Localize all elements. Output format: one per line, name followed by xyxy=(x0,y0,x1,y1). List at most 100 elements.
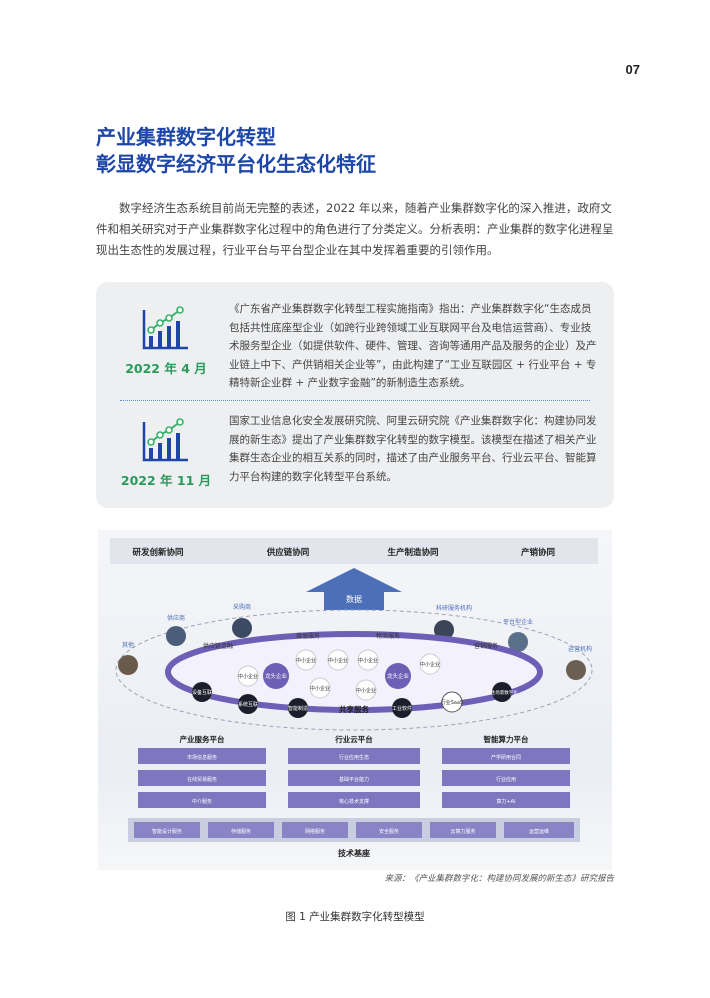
top-bar xyxy=(110,538,598,564)
svg-text:中小企业: 中小企业 xyxy=(358,657,378,664)
page-number: 07 xyxy=(625,62,640,77)
outer-node: 平台型企业 xyxy=(503,618,533,652)
svg-text:行业应用生态: 行业应用生态 xyxy=(339,754,369,761)
platform-column: 产业服务平台 市场信息服务 在线贸易服务 中介服务 xyxy=(138,734,266,808)
base-cell: 存储服务 xyxy=(208,822,274,838)
svg-text:系统互联: 系统互联 xyxy=(238,701,258,708)
ecosystem-diagram: 研发创新协同 供应链协同 生产制造协同 产销协同 数据 其他 供应商 采购商 科… xyxy=(98,530,612,870)
svg-text:在线贸易服务: 在线贸易服务 xyxy=(187,776,217,783)
svg-text:其他: 其他 xyxy=(122,641,134,649)
svg-text:运营机构: 运营机构 xyxy=(568,645,592,653)
svg-text:市场信息服务: 市场信息服务 xyxy=(187,754,217,761)
center-node-sme: 中小企业 xyxy=(237,665,259,687)
outer-ring xyxy=(115,609,593,731)
svg-text:平台型企业: 平台型企业 xyxy=(503,618,533,626)
svg-text:共享服务: 共享服务 xyxy=(339,704,369,714)
ring-label: 增值服务 xyxy=(296,632,320,640)
base-cell: 智能设计服务 xyxy=(134,822,200,838)
svg-text:存储服务: 存储服务 xyxy=(231,828,251,835)
base-cell: 运营运维 xyxy=(504,822,574,838)
data-arrow xyxy=(306,568,402,610)
svg-text:行业应用: 行业应用 xyxy=(496,776,516,783)
center-node-leader: 龙头企业 xyxy=(263,663,289,689)
svg-text:中小企业: 中小企业 xyxy=(356,687,376,694)
svg-text:行业云平台: 行业云平台 xyxy=(334,734,373,744)
svg-text:设备互联: 设备互联 xyxy=(192,689,212,696)
center-node-sme: 中小企业 xyxy=(327,649,349,671)
svg-text:云算力服务: 云算力服务 xyxy=(450,828,475,835)
diagram-svg: 研发创新协同 供应链协同 生产制造协同 产销协同 数据 其他 供应商 采购商 科… xyxy=(110,538,598,858)
svg-text:采购商: 采购商 xyxy=(233,603,251,611)
base-cell: 云算力服务 xyxy=(430,822,496,838)
center-node-sme: 中小企业 xyxy=(419,653,441,675)
base-cell: 安全服务 xyxy=(356,822,422,838)
growth-chart-icon xyxy=(142,418,188,462)
intro-paragraph: 数字经济生态系统目前尚无完整的表述，2022 年以来，随着产业集群数字化的深入推… xyxy=(96,201,614,257)
timeline-text: 《广东省产业集群数字化转型工程实施指南》指出：产业集群数字化“生态成员包括共性底… xyxy=(229,303,597,389)
svg-text:中小企业: 中小企业 xyxy=(296,657,316,664)
svg-text:安全服务: 安全服务 xyxy=(379,828,399,835)
top-bar-label: 供应链协同 xyxy=(266,547,310,558)
platform-column: 行业云平台 行业应用生态 基础平台能力 核心技术支撑 xyxy=(288,734,420,808)
purple-ring xyxy=(165,631,543,713)
svg-text:共性场景数字化: 共性场景数字化 xyxy=(486,689,518,696)
ring-node: 设备互联 xyxy=(192,682,212,702)
ring-node: 共性场景数字化 xyxy=(486,682,518,702)
outer-node: 采购商 xyxy=(232,603,252,638)
page-title: 产业集群数字化转型 彰显数字经济平台化生态化特征 xyxy=(96,124,376,178)
svg-text:智能算力平台: 智能算力平台 xyxy=(484,734,529,744)
svg-text:产学研用合同: 产学研用合同 xyxy=(491,754,521,761)
center-node-sme: 中小企业 xyxy=(309,677,331,699)
title-line-1: 产业集群数字化转型 xyxy=(96,125,276,149)
timeline-item: 2022 年 4 月 《广东省产业集群数字化转型工程实施指南》指出：产业集群数字… xyxy=(96,296,614,396)
svg-text:智能制造: 智能制造 xyxy=(288,705,308,712)
ring-node: 智能制造 xyxy=(288,698,308,718)
svg-text:行业SaaS: 行业SaaS xyxy=(441,699,463,706)
divider xyxy=(120,400,590,401)
top-bar-label: 研发创新协同 xyxy=(132,547,183,558)
svg-text:核心技术支撑: 核心技术支撑 xyxy=(339,798,369,805)
svg-text:供应商: 供应商 xyxy=(167,614,185,622)
svg-text:基础平台能力: 基础平台能力 xyxy=(339,776,369,783)
ring-label: 供应链金融 xyxy=(203,642,233,650)
figure-caption: 图 1 产业集群数字化转型模型 xyxy=(285,911,425,923)
timeline-date: 2022 年 4 月 xyxy=(125,361,207,376)
svg-text:中小企业: 中小企业 xyxy=(328,657,348,664)
center-node-sme: 中小企业 xyxy=(355,679,377,701)
timeline-box: 2022 年 4 月 《广东省产业集群数字化转型工程实施指南》指出：产业集群数字… xyxy=(96,282,614,508)
svg-text:中介服务: 中介服务 xyxy=(192,798,212,805)
ring-node: 系统互联 xyxy=(238,694,258,714)
center-node-leader: 龙头企业 xyxy=(385,663,411,689)
svg-text:龙头企业: 龙头企业 xyxy=(387,672,410,680)
outer-node: 科研服务机构 xyxy=(434,604,472,640)
top-bar-label: 生产制造协同 xyxy=(387,547,438,558)
svg-text:科研服务机构: 科研服务机构 xyxy=(436,604,472,612)
ring-node: 工业软件 xyxy=(392,698,412,718)
arrow-label: 数据 xyxy=(346,594,362,604)
platform-column: 智能算力平台 产学研用合同 行业应用 算力+AI xyxy=(442,734,570,808)
svg-text:中小企业: 中小企业 xyxy=(238,673,258,680)
svg-text:中小企业: 中小企业 xyxy=(310,685,330,692)
svg-text:龙头企业: 龙头企业 xyxy=(265,672,288,680)
outer-node: 运营机构 xyxy=(566,645,592,680)
ring-node: 共享服务 xyxy=(339,704,369,714)
ring-node: 行业SaaS xyxy=(441,691,463,713)
svg-text:产业服务平台: 产业服务平台 xyxy=(180,734,225,744)
growth-chart-icon xyxy=(142,306,188,350)
svg-text:智能设计服务: 智能设计服务 xyxy=(152,828,182,835)
outer-node: 供应商 xyxy=(166,614,186,646)
top-bar-label: 产销协同 xyxy=(521,547,555,558)
svg-text:运营运维: 运营运维 xyxy=(529,828,549,835)
timeline-date: 2022 年 11 月 xyxy=(120,473,212,488)
outer-node: 其他 xyxy=(118,641,138,675)
ring-label: 物流服务 xyxy=(376,632,400,640)
title-line-2: 彰显数字经济平台化生态化特征 xyxy=(96,152,376,176)
timeline-text: 国家工业信息化安全发展研究院、阿里云研究院《产业集群数字化：构建协同发展的新生态… xyxy=(229,415,597,483)
svg-text:算力+AI: 算力+AI xyxy=(496,798,515,805)
ring-label: 营销服务 xyxy=(474,642,498,650)
svg-text:工业软件: 工业软件 xyxy=(392,705,412,712)
base-title: 技术基座 xyxy=(338,848,370,858)
figure-source: 来源：《产业集群数字化：构建协同发展的新生态》研究报告 xyxy=(384,874,614,884)
svg-text:网络服务: 网络服务 xyxy=(305,828,325,835)
svg-text:中小企业: 中小企业 xyxy=(420,661,440,668)
